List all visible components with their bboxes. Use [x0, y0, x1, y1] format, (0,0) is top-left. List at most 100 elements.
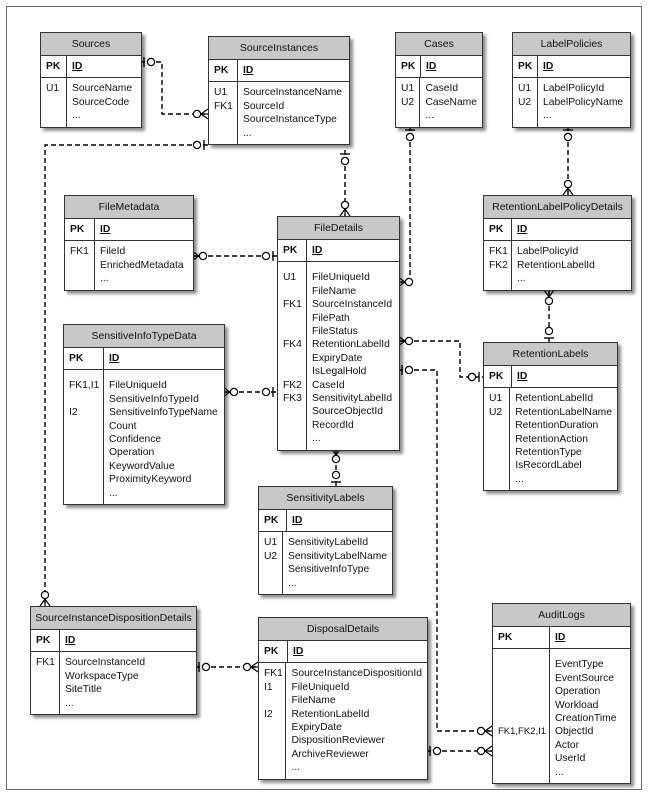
pk-field: ID	[109, 353, 120, 364]
pk-field: ID	[517, 371, 528, 382]
optional-mark	[261, 251, 271, 261]
optional-mark	[261, 387, 271, 397]
pk-field: ID	[100, 224, 111, 235]
optional-mark	[404, 277, 414, 287]
pk-field: ID	[426, 61, 437, 72]
diagram-frame	[6, 6, 642, 790]
optional-mark	[476, 726, 486, 736]
optional-mark	[563, 132, 573, 142]
optional-mark	[340, 156, 350, 166]
field-list: CaseId CaseName ...	[425, 83, 477, 122]
crowfoot-mark	[484, 745, 493, 752]
entity-title: RetentionLabelPolicyDetails	[484, 196, 631, 219]
optional-mark	[544, 296, 554, 306]
relationship-line	[140, 61, 208, 115]
entity-title: SourceInstanceDispositionDetails	[31, 607, 196, 630]
entity-title: DisposalDetails	[259, 618, 427, 641]
optional-mark	[405, 132, 415, 142]
crowfoot-mark	[39, 598, 46, 607]
optional-mark	[146, 57, 156, 67]
pk-field: ID	[72, 61, 83, 72]
key-labels: U1 FK1	[209, 82, 238, 145]
pk-label: PK	[513, 56, 538, 78]
optional-mark	[40, 590, 50, 600]
key-labels: FK1,FK2,I1	[493, 649, 550, 784]
optional-mark	[229, 387, 239, 397]
relationship-line	[44, 144, 208, 606]
pk-field: ID	[293, 646, 304, 657]
field-list: LabelPolicyId RetentionLabelId ...	[517, 246, 595, 285]
pk-label: PK	[484, 366, 512, 388]
key-labels: U1 U2	[484, 388, 511, 491]
pk-field: ID	[555, 632, 566, 643]
key-labels: FK1,I1 I2	[64, 370, 104, 505]
optional-mark	[331, 470, 341, 480]
pk-field: ID	[543, 61, 554, 72]
crowfoot-mark	[548, 289, 555, 298]
pk-label: PK	[259, 641, 288, 663]
pk-field: ID	[517, 224, 528, 235]
field-list: SourceInstanceId WorkspaceType SiteTitle…	[65, 657, 146, 709]
pk-label: PK	[493, 627, 550, 649]
crowfoot-mark	[250, 661, 259, 668]
key-labels: FK1 FK2	[484, 241, 512, 290]
entity-title: FileMetadata	[65, 196, 193, 219]
key-labels: FK1 I1 I2	[259, 663, 287, 779]
optional-mark	[476, 746, 486, 756]
entity-title: FileDetails	[278, 217, 399, 240]
field-list: SensitivityLabelId SensitivityLabelName …	[287, 537, 387, 589]
pk-label: PK	[31, 630, 60, 652]
pk-label: PK	[484, 219, 512, 241]
optional-mark	[432, 746, 442, 756]
key-labels: U1	[41, 78, 67, 127]
optional-mark	[404, 336, 414, 346]
optional-mark	[331, 454, 341, 464]
key-labels: FK1	[65, 241, 95, 290]
key-labels: U1 U2	[396, 78, 421, 127]
crowfoot-mark	[484, 730, 493, 737]
entity-title: SensitiveInfoTypeData	[64, 325, 224, 348]
relationship-line	[398, 369, 492, 732]
field-list: RetentionLabelId RetentionLabelName Rete…	[515, 393, 612, 485]
field-list: FileUniqueId FileName SourceInstanceId F…	[312, 272, 393, 445]
pk-field: ID	[292, 515, 303, 526]
relationship-line	[398, 340, 483, 378]
optional-mark	[563, 179, 573, 189]
pk-label: PK	[64, 348, 104, 370]
crowfoot-mark	[344, 208, 351, 217]
entity-title: Cases	[396, 33, 482, 56]
entity-title: SourceInstances	[209, 37, 349, 60]
optional-mark	[242, 662, 252, 672]
crowfoot-mark	[484, 725, 493, 732]
key-labels: U1 U2	[513, 78, 538, 127]
pk-field: ID	[65, 635, 76, 646]
key-labels: U1 U2	[259, 532, 283, 595]
pk-label: PK	[278, 240, 307, 262]
crowfoot-mark	[543, 289, 550, 298]
pk-field: ID	[312, 245, 323, 256]
entity-title: RetentionLabels	[484, 343, 617, 366]
optional-mark	[201, 662, 211, 672]
crowfoot-mark	[562, 187, 569, 196]
optional-mark	[192, 109, 202, 119]
entity-retentionlabelpolicydetails[interactable]: RetentionLabelPolicyDetails PK ID FK1 FK2…	[483, 195, 632, 291]
field-list: SourceInstanceDispositionId FileUniqueId…	[291, 668, 422, 774]
optional-mark	[544, 326, 554, 336]
crowfoot-mark	[44, 598, 51, 607]
entity-title: Sources	[41, 33, 141, 56]
pk-label: PK	[41, 56, 67, 78]
field-list: EventType EventSource Operation Workload…	[555, 659, 617, 778]
